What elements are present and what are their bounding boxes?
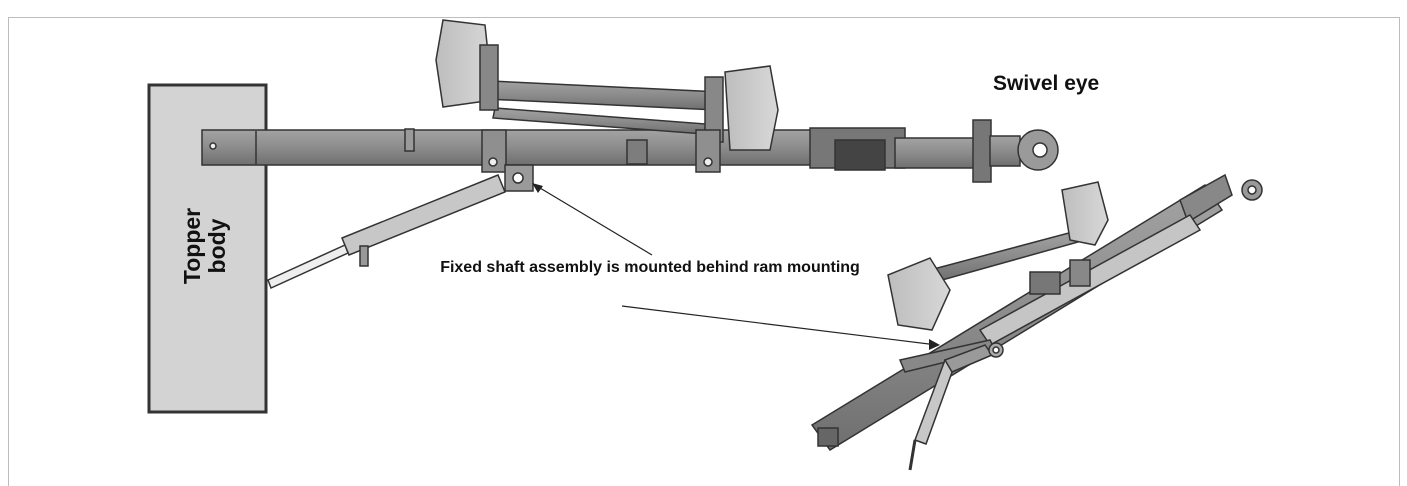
fixed-shaft-note: Fixed shaft assembly is mounted behind r… — [440, 259, 860, 276]
diagram-frame — [8, 17, 1400, 486]
topper-body-label-line1: Topper — [179, 207, 205, 285]
callout-arrowhead-top — [532, 183, 543, 193]
callout-arrow-top — [534, 184, 653, 256]
drawbar-transport — [201, 119, 1059, 183]
callout-arrowhead-bottom — [929, 339, 940, 350]
drawbar-working — [810, 173, 1263, 471]
hydraulic-ram-transport — [267, 164, 534, 290]
callout-arrow-bottom — [621, 305, 938, 346]
topper-body-label-line2: body — [204, 218, 230, 274]
swivel-eye-label: Swivel eye — [993, 72, 1100, 95]
wheel-assembly-transport — [435, 19, 779, 173]
topper-body-label: Topper body — [179, 207, 230, 285]
